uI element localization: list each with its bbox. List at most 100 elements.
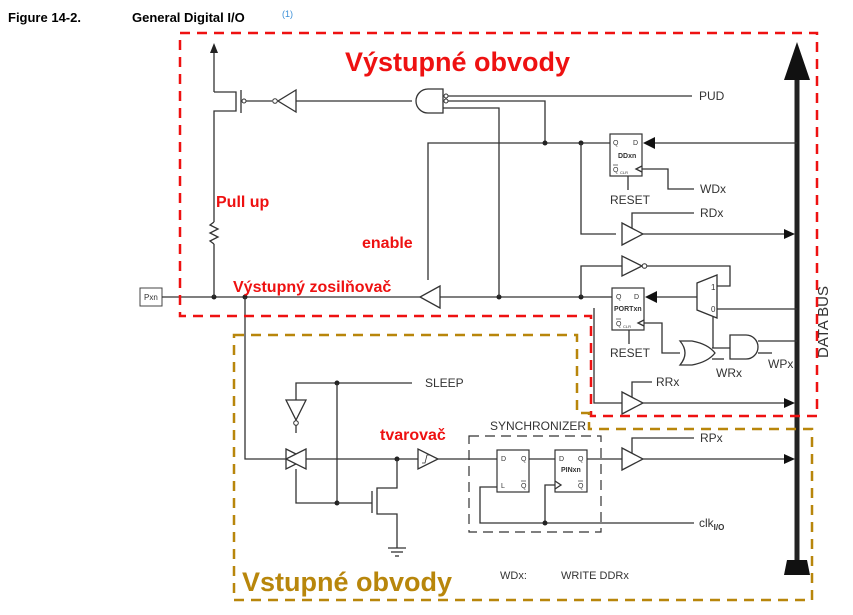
shaper-annotation: tvarovač bbox=[380, 427, 446, 444]
port-mux-icon bbox=[696, 274, 718, 319]
nmos-channel bbox=[376, 459, 398, 548]
mux-in0-label: 0 bbox=[711, 305, 716, 314]
pmos-bubble-icon bbox=[241, 98, 247, 104]
wrx-or-gate-icon bbox=[678, 340, 716, 366]
tgate-right-icon bbox=[284, 447, 307, 471]
synchronizer-box bbox=[468, 435, 602, 533]
rrx-arrow-icon bbox=[784, 398, 795, 408]
latch-qbar-label: Q bbox=[521, 483, 527, 490]
figure-title: General Digital I/O bbox=[132, 10, 245, 25]
enable-annotation: enable bbox=[362, 235, 413, 252]
pullup-and-gate-icon bbox=[415, 88, 444, 114]
rpx-arrow-icon bbox=[784, 454, 795, 464]
wdx-label: WDx bbox=[700, 182, 726, 196]
ddxn-clock-icon bbox=[634, 165, 643, 173]
figure-number: Figure 14-2. bbox=[8, 10, 81, 25]
output-amplifier-annotation: Výstupný zosilňovač bbox=[233, 279, 391, 296]
data-bus-label: DATA BUS bbox=[815, 286, 832, 358]
rdx-enable-wire bbox=[631, 212, 694, 228]
vcc-arrow-icon bbox=[210, 43, 218, 53]
reset-label-portxn: RESET bbox=[610, 346, 651, 360]
schmitt-symbol-icon bbox=[422, 454, 430, 464]
mux-in1-label: 1 bbox=[711, 283, 716, 292]
rdx-arrow-icon bbox=[784, 229, 795, 239]
pullup-inverter-icon bbox=[276, 88, 297, 114]
port-feedback-wire bbox=[580, 265, 622, 297]
tgate-bottom-wire bbox=[295, 469, 337, 504]
schmitt-trigger-icon bbox=[417, 447, 440, 471]
pinxn-clock-icon bbox=[554, 480, 563, 490]
pinxn-qbar-label: Q bbox=[578, 483, 584, 490]
portxn-q-label: Q bbox=[616, 294, 622, 301]
ddxn-clr-label: CLR bbox=[620, 170, 628, 175]
cut-mask bbox=[440, 579, 760, 591]
rpx-label: RPx bbox=[700, 431, 723, 445]
portxn-d-arrow-icon bbox=[645, 291, 657, 303]
reset-label-ddxn: RESET bbox=[610, 193, 651, 207]
and-bubble-icon bbox=[443, 93, 449, 99]
ddr-q-wire bbox=[427, 142, 610, 280]
input-region-border bbox=[232, 333, 814, 602]
input-region-label: Vstupné obvody bbox=[242, 567, 452, 597]
rrx-enable-wire bbox=[631, 381, 652, 397]
portxn-flipflop: Q D PORTxn Q CLR bbox=[611, 287, 645, 344]
portxn-qbar-label: Q bbox=[616, 321, 622, 328]
output-buffer-icon bbox=[418, 284, 441, 310]
input-wire bbox=[244, 297, 286, 460]
data-bus: DATA BUS bbox=[784, 42, 832, 575]
resistor-icon bbox=[208, 221, 220, 245]
wrx-label: WRx bbox=[716, 366, 742, 380]
and-in3-wire bbox=[443, 107, 500, 297]
and-in2-wire bbox=[448, 100, 546, 143]
sleep-label: SLEEP bbox=[425, 376, 464, 390]
latch-d-label: D bbox=[501, 456, 506, 463]
pmos-channel bbox=[213, 91, 237, 222]
pinxn-q-label: Q bbox=[578, 456, 584, 463]
ddxn-d-arrow-icon bbox=[643, 137, 655, 149]
pinxn-clk-wire bbox=[544, 484, 555, 523]
sleep-inverter-bubble-icon bbox=[293, 420, 299, 426]
portxn-d-label: D bbox=[634, 294, 639, 301]
or-to-portxn-clk-wire bbox=[644, 322, 680, 354]
sleep-inverter-icon bbox=[284, 399, 308, 422]
ddxn-flipflop: Q D DDxn Q CLR bbox=[609, 133, 643, 190]
portxn-clock-icon bbox=[636, 319, 645, 327]
port-inverter-bubble-icon bbox=[641, 263, 648, 269]
port-read-wire bbox=[593, 308, 622, 404]
latch-q-label: Q bbox=[521, 456, 527, 463]
port-inverter-icon bbox=[621, 254, 644, 278]
ddxn-name: DDxn bbox=[618, 153, 636, 160]
pinxn-d-label: D bbox=[559, 456, 564, 463]
clk-label: clkI/O bbox=[699, 516, 724, 532]
rpx-enable-wire bbox=[631, 437, 694, 453]
portxn-name: PORTxn bbox=[614, 306, 642, 313]
wpx-and-gate-icon bbox=[729, 334, 759, 360]
rdx-label: RDx bbox=[700, 206, 723, 220]
pinxn-box bbox=[554, 449, 588, 493]
pull-up-annotation: Pull up bbox=[216, 194, 270, 211]
clk-wire bbox=[479, 486, 694, 524]
latch-box bbox=[496, 449, 530, 493]
ddxn-q-label: Q bbox=[613, 140, 619, 147]
latch-l-label: L bbox=[501, 483, 505, 490]
synchronizer-label: SYNCHRONIZER bbox=[490, 419, 586, 433]
rrx-label: RRx bbox=[656, 375, 679, 389]
pud-label: PUD bbox=[699, 89, 725, 103]
and-bubble-icon bbox=[443, 98, 449, 104]
ddr-read-wire bbox=[580, 143, 616, 235]
rrx-buffer-icon bbox=[621, 390, 645, 416]
pin-pxn-label: Pxn bbox=[144, 293, 158, 302]
wdx-wire bbox=[642, 168, 694, 190]
sleep-wire bbox=[295, 382, 412, 433]
junction bbox=[542, 140, 548, 146]
rdx-buffer-icon bbox=[621, 221, 645, 247]
junction bbox=[542, 520, 548, 526]
figure-footnote-ref: (1) bbox=[282, 9, 293, 19]
ddxn-d-label: D bbox=[633, 140, 638, 147]
ddxn-qbar-label: Q bbox=[613, 167, 619, 174]
data-bus-arrow-up-icon bbox=[784, 42, 810, 80]
output-region-label: Výstupné obvody bbox=[345, 47, 570, 77]
portxn-clr-label: CLR bbox=[623, 324, 631, 329]
pull-up-circuit bbox=[208, 43, 272, 297]
